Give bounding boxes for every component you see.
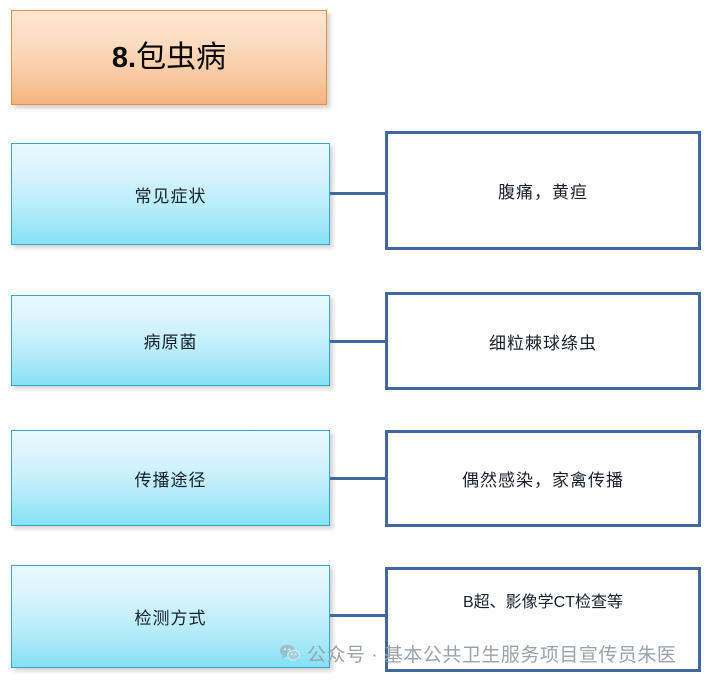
title-name: 包虫病 [136, 40, 227, 74]
category-box-2: 病原菌 [11, 295, 330, 386]
connector-line-3 [330, 477, 385, 480]
category-label-3: 传播途径 [134, 470, 207, 490]
category-label-4: 检测方式 [134, 609, 207, 628]
detail-label-4: B超、影像学CT检查等 [462, 593, 623, 611]
detail-label-1: 腹痛，黄疸 [498, 183, 588, 202]
title-box: 8.包虫病 [11, 10, 327, 105]
category-label-2: 病原菌 [143, 333, 198, 352]
connector-line-1 [330, 192, 385, 195]
detail-label-2: 细粒棘球绦虫 [489, 333, 597, 353]
detail-box-1: 腹痛，黄疸 [385, 131, 701, 250]
title-number: 8. [111, 41, 137, 74]
detail-box-2: 细粒棘球绦虫 [385, 292, 701, 390]
page-title: 8.包虫病 [111, 40, 227, 74]
detail-box-3: 偶然感染，家禽传播 [385, 430, 701, 527]
detail-label-3: 偶然感染，家禽传播 [462, 471, 624, 490]
category-box-4: 检测方式 [11, 565, 330, 668]
category-label-1: 常见症状 [134, 186, 207, 206]
connector-line-4 [330, 614, 385, 617]
detail-box-4: B超、影像学CT检查等 [385, 567, 701, 672]
category-box-3: 传播途径 [11, 430, 330, 526]
connector-line-2 [330, 340, 385, 343]
category-box-1: 常见症状 [11, 143, 330, 245]
